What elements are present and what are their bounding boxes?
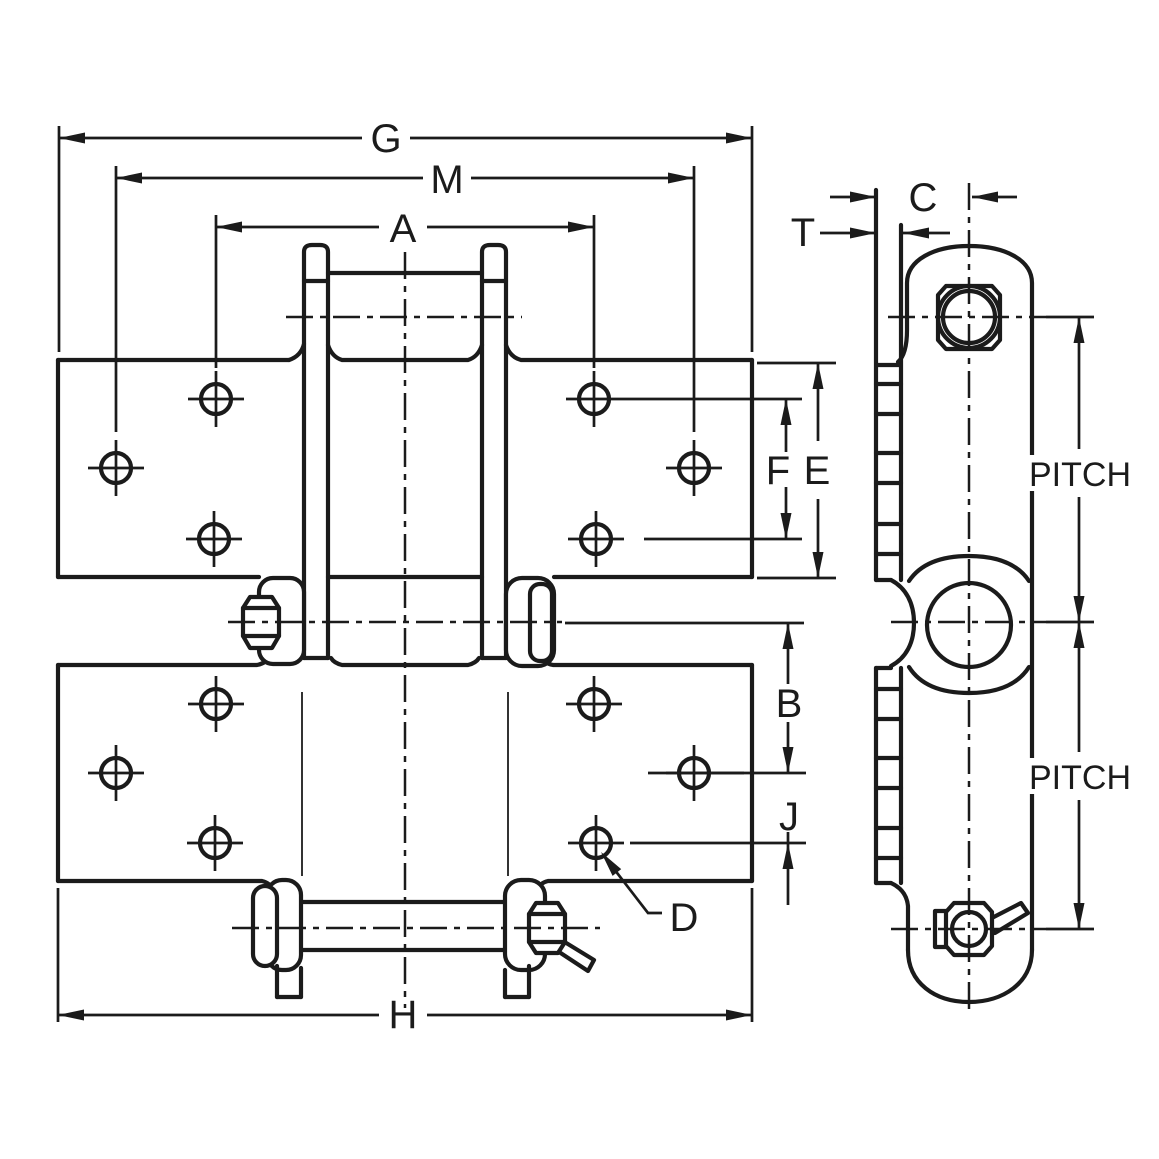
hole <box>88 745 144 801</box>
bottom-left-tab <box>274 963 304 1000</box>
bottom-left-pin-head <box>250 883 280 969</box>
hole <box>666 440 722 496</box>
hole <box>568 815 624 871</box>
front-view <box>55 242 755 1008</box>
hole <box>188 371 244 427</box>
dimension-B: B <box>565 621 806 775</box>
middle-pin-joint <box>240 575 557 669</box>
hole <box>88 440 144 496</box>
hole <box>188 676 244 732</box>
label-B: B <box>776 682 803 726</box>
label-C: C <box>909 176 938 220</box>
dimension-D: D <box>601 852 698 940</box>
dimensions: G M A H <box>56 117 1132 1037</box>
hole-edge-ticks <box>873 381 904 861</box>
label-pitch-bottom: PITCH <box>1029 759 1131 797</box>
dimension-J: J <box>630 795 806 905</box>
label-D: D <box>670 896 699 940</box>
label-A: A <box>390 207 417 251</box>
side-view <box>873 183 1046 1012</box>
hole <box>186 511 242 567</box>
label-G: G <box>370 117 401 161</box>
side-centerlines <box>888 183 1046 1012</box>
hole <box>187 815 243 871</box>
dimension-M: M <box>114 158 696 432</box>
dimension-G: G <box>57 117 754 352</box>
dimension-pitch: PITCH PITCH <box>1028 315 1132 931</box>
front-centerlines <box>228 252 600 1008</box>
pitch-label-mask-top <box>1028 455 1132 491</box>
dimension-C: C <box>830 176 1017 220</box>
bottom-right-tab <box>502 963 532 1000</box>
bolt-holes <box>88 371 744 871</box>
label-M: M <box>430 158 463 202</box>
bottom-right-hex-nut <box>526 900 568 956</box>
label-pitch-top: PITCH <box>1029 456 1131 494</box>
dimension-A: A <box>214 207 596 368</box>
label-F: F <box>766 449 790 493</box>
label-J: J <box>779 795 799 839</box>
hole <box>566 676 622 732</box>
label-E: E <box>804 449 831 493</box>
dimension-H: H <box>56 888 754 1037</box>
pitch-label-mask-bottom <box>1028 758 1132 794</box>
label-T: T <box>791 211 815 255</box>
label-H: H <box>389 993 418 1037</box>
hole <box>568 511 624 567</box>
bent-ears <box>301 242 509 661</box>
attachment-plate-edge <box>873 187 904 886</box>
dimension-E: E <box>757 361 836 580</box>
dimension-F: F <box>644 397 802 541</box>
dimension-T: T <box>791 211 950 255</box>
bottom-pin-joint <box>250 877 597 1000</box>
hole <box>566 371 644 427</box>
middle-left-hex-nut <box>240 594 282 651</box>
sidebar-contour <box>888 243 1035 1005</box>
